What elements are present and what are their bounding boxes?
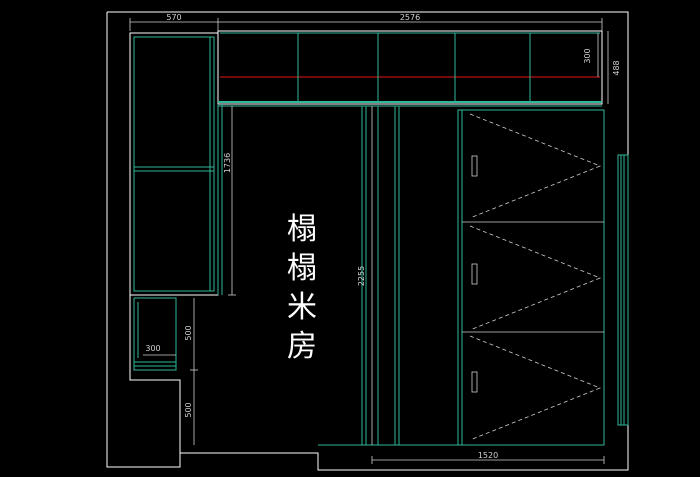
room-label-char: 榻 <box>287 251 317 286</box>
left-tall-cabinet-inner <box>133 36 215 292</box>
room-label-char: 米 <box>287 290 317 325</box>
outer-wall <box>106 11 629 471</box>
lower-left-cabinet-inner <box>133 297 177 371</box>
wardrobe-handle <box>471 263 478 285</box>
room-label-char: 房 <box>287 329 317 364</box>
dim-top-left: 570 <box>166 13 181 22</box>
dim-lower-left-width: 300 <box>145 344 160 353</box>
dim-lower-left-upper: 500 <box>184 325 193 340</box>
dim-lower-left-lower: 500 <box>184 402 193 417</box>
dim-top-right: 2576 <box>400 13 420 22</box>
dim-center-height: 2255 <box>357 266 366 286</box>
wardrobe-handle <box>471 371 478 393</box>
left-tall-cabinet <box>129 32 219 296</box>
wardrobe <box>457 109 605 446</box>
upper-cabinet-run <box>217 30 603 105</box>
wardrobe-handle <box>471 155 478 177</box>
lower-left-cabinet <box>129 295 181 453</box>
dim-upper-height: 488 <box>612 60 621 75</box>
dim-upper-depth: 300 <box>583 48 592 63</box>
dim-left-height: 1736 <box>223 153 232 173</box>
room-label-char: 榻 <box>287 212 317 247</box>
wardrobe-swing <box>469 335 602 441</box>
dimension-lines <box>129 18 609 464</box>
wardrobe-swing <box>469 225 602 331</box>
dim-bottom-width: 1520 <box>478 451 498 460</box>
wardrobe-swing <box>469 113 602 219</box>
window <box>617 154 629 426</box>
